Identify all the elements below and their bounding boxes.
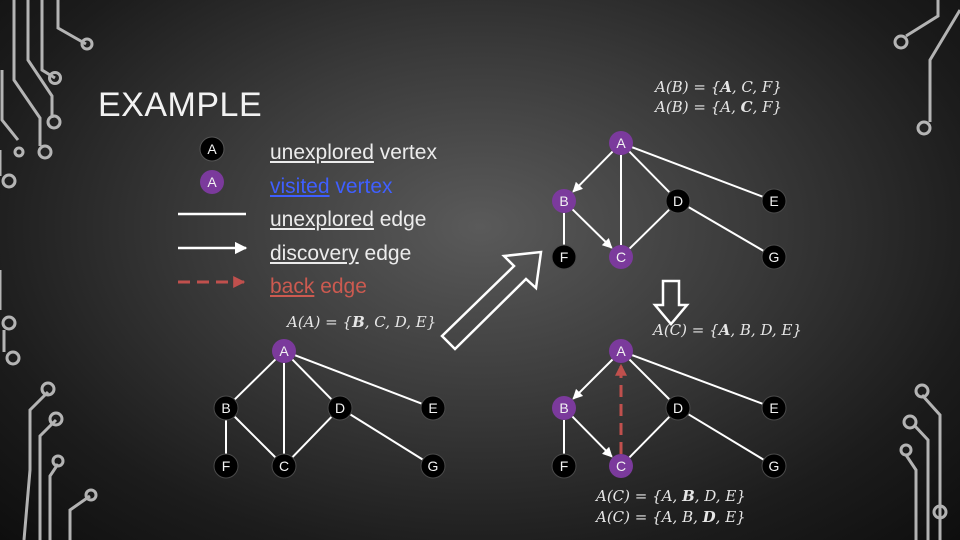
vertex-G: G xyxy=(420,453,446,479)
legend-key-discovery-edge: discovery xyxy=(270,241,359,265)
equation-5: A(C) = {A, B, D, E} xyxy=(596,487,746,505)
slide-title: EXAMPLE xyxy=(98,86,263,124)
edge-A-E-unexplored xyxy=(294,354,423,405)
vertex-E: E xyxy=(420,395,446,421)
legend-unexplored-vertex-symbol: A xyxy=(199,136,225,162)
legend-key-visited-vertex: visited xyxy=(270,174,330,198)
vertex-C: C xyxy=(609,454,633,478)
legend-rest-unexplored-edge: edge xyxy=(373,208,427,231)
legend-visited-vertex: visited vertex xyxy=(270,170,437,204)
vertex-label: F xyxy=(222,458,231,474)
legend-key-back-edge: back xyxy=(270,275,315,298)
vertex-label: B xyxy=(559,193,568,209)
vertex-label: D xyxy=(335,400,345,416)
legend-rest-discovery-edge: edge xyxy=(358,241,412,265)
legend-symbols: A A xyxy=(178,136,248,288)
vertex-label: A xyxy=(616,343,626,359)
edge-A-E-unexplored xyxy=(631,354,764,405)
legend-rest-back-edge: edge xyxy=(314,275,367,298)
vertex-E: E xyxy=(761,188,787,214)
vertex-label: E xyxy=(769,193,778,209)
vertex-E: E xyxy=(761,395,787,421)
vertex-label: E xyxy=(428,400,437,416)
vertex-F: F xyxy=(551,244,577,270)
graph-bottom-right: A B D E F C G xyxy=(551,339,787,479)
vertex-F: F xyxy=(213,453,239,479)
edge-B-C-discovery xyxy=(571,415,613,458)
edge-D-G-unexplored xyxy=(687,413,765,461)
legend-visited-vertex-symbol: A xyxy=(200,170,224,194)
edge-A-B-discovery xyxy=(572,358,614,400)
legend-key-unexplored-vertex: unexplored xyxy=(270,141,374,164)
vertex-label: C xyxy=(279,458,289,474)
edge-A-E-unexplored xyxy=(631,146,764,198)
legend-text: unexplored vertex visited vertex unexplo… xyxy=(270,136,437,304)
transition-arrow-up-right-icon xyxy=(440,250,543,351)
vertex-label: B xyxy=(559,400,568,416)
vertex-label: C xyxy=(616,249,626,265)
legend-rest-unexplored-vertex: vertex xyxy=(373,141,437,164)
vertex-G: G xyxy=(761,244,787,270)
graph-bottom-left: A B D E F C G xyxy=(213,339,446,479)
svg-text:A: A xyxy=(207,141,217,157)
vertex-G: G xyxy=(761,453,787,479)
edge-C-D-unexplored xyxy=(628,415,671,459)
vertex-label: E xyxy=(769,400,778,416)
edge-A-D-unexplored xyxy=(291,358,333,401)
vertex-A: A xyxy=(272,339,296,363)
vertex-B: B xyxy=(552,189,576,213)
vertex-label: G xyxy=(428,458,439,474)
vertex-F: F xyxy=(551,453,577,479)
legend-key-unexplored-edge: unexplored xyxy=(270,208,374,231)
vertex-D: D xyxy=(665,395,691,421)
edge-D-G-unexplored xyxy=(349,413,424,461)
vertex-label: C xyxy=(616,458,626,474)
graph-top: A B D E F C G xyxy=(551,131,787,270)
edge-A-B-discovery xyxy=(572,150,614,193)
legend-rest-visited-vertex: vertex xyxy=(329,174,393,198)
vertex-B: B xyxy=(213,395,239,421)
edge-C-D-unexplored xyxy=(628,208,671,250)
transition-arrow-down-icon xyxy=(652,279,690,326)
vertex-label: G xyxy=(769,458,780,474)
vertex-label: B xyxy=(221,400,230,416)
vertex-label: F xyxy=(560,249,569,265)
vertex-D: D xyxy=(665,188,691,214)
equation-4: A(C) = {A, B, D, E} xyxy=(653,321,802,339)
edge-A-D-unexplored xyxy=(628,358,671,401)
edge-B-C-unexplored xyxy=(233,415,277,459)
vertex-C: C xyxy=(609,245,633,269)
vertex-C: C xyxy=(271,453,297,479)
legend-unexplored-vertex: unexplored vertex xyxy=(270,136,437,170)
vertex-D: D xyxy=(327,395,353,421)
legend-unexplored-edge: unexplored edge xyxy=(270,203,437,237)
edge-A-D-unexplored xyxy=(628,150,671,194)
edge-B-C-discovery xyxy=(571,208,613,249)
vertex-label: A xyxy=(616,135,626,151)
edge-C-D-unexplored xyxy=(291,415,333,459)
edge-A-B-unexplored xyxy=(233,358,277,401)
equation-3: A(A) = {B, C, D, E} xyxy=(287,313,437,331)
equation-1: A(B) = {A, C, F} xyxy=(655,78,782,96)
vertex-A: A xyxy=(609,131,633,155)
legend-discovery-edge: discovery edge xyxy=(270,237,437,271)
edge-D-G-unexplored xyxy=(687,206,765,252)
vertex-label: D xyxy=(673,193,683,209)
vertex-label: G xyxy=(769,249,780,265)
vertex-B: B xyxy=(552,396,576,420)
vertex-label: F xyxy=(560,458,569,474)
equation-6: A(C) = {A, B, D, E} xyxy=(596,508,746,526)
vertex-label: D xyxy=(673,400,683,416)
svg-text:A: A xyxy=(207,174,217,190)
vertex-A: A xyxy=(609,339,633,363)
equation-2: A(B) = {A, C, F} xyxy=(655,98,783,116)
legend-back-edge: back edge xyxy=(270,270,437,304)
vertex-label: A xyxy=(279,343,289,359)
